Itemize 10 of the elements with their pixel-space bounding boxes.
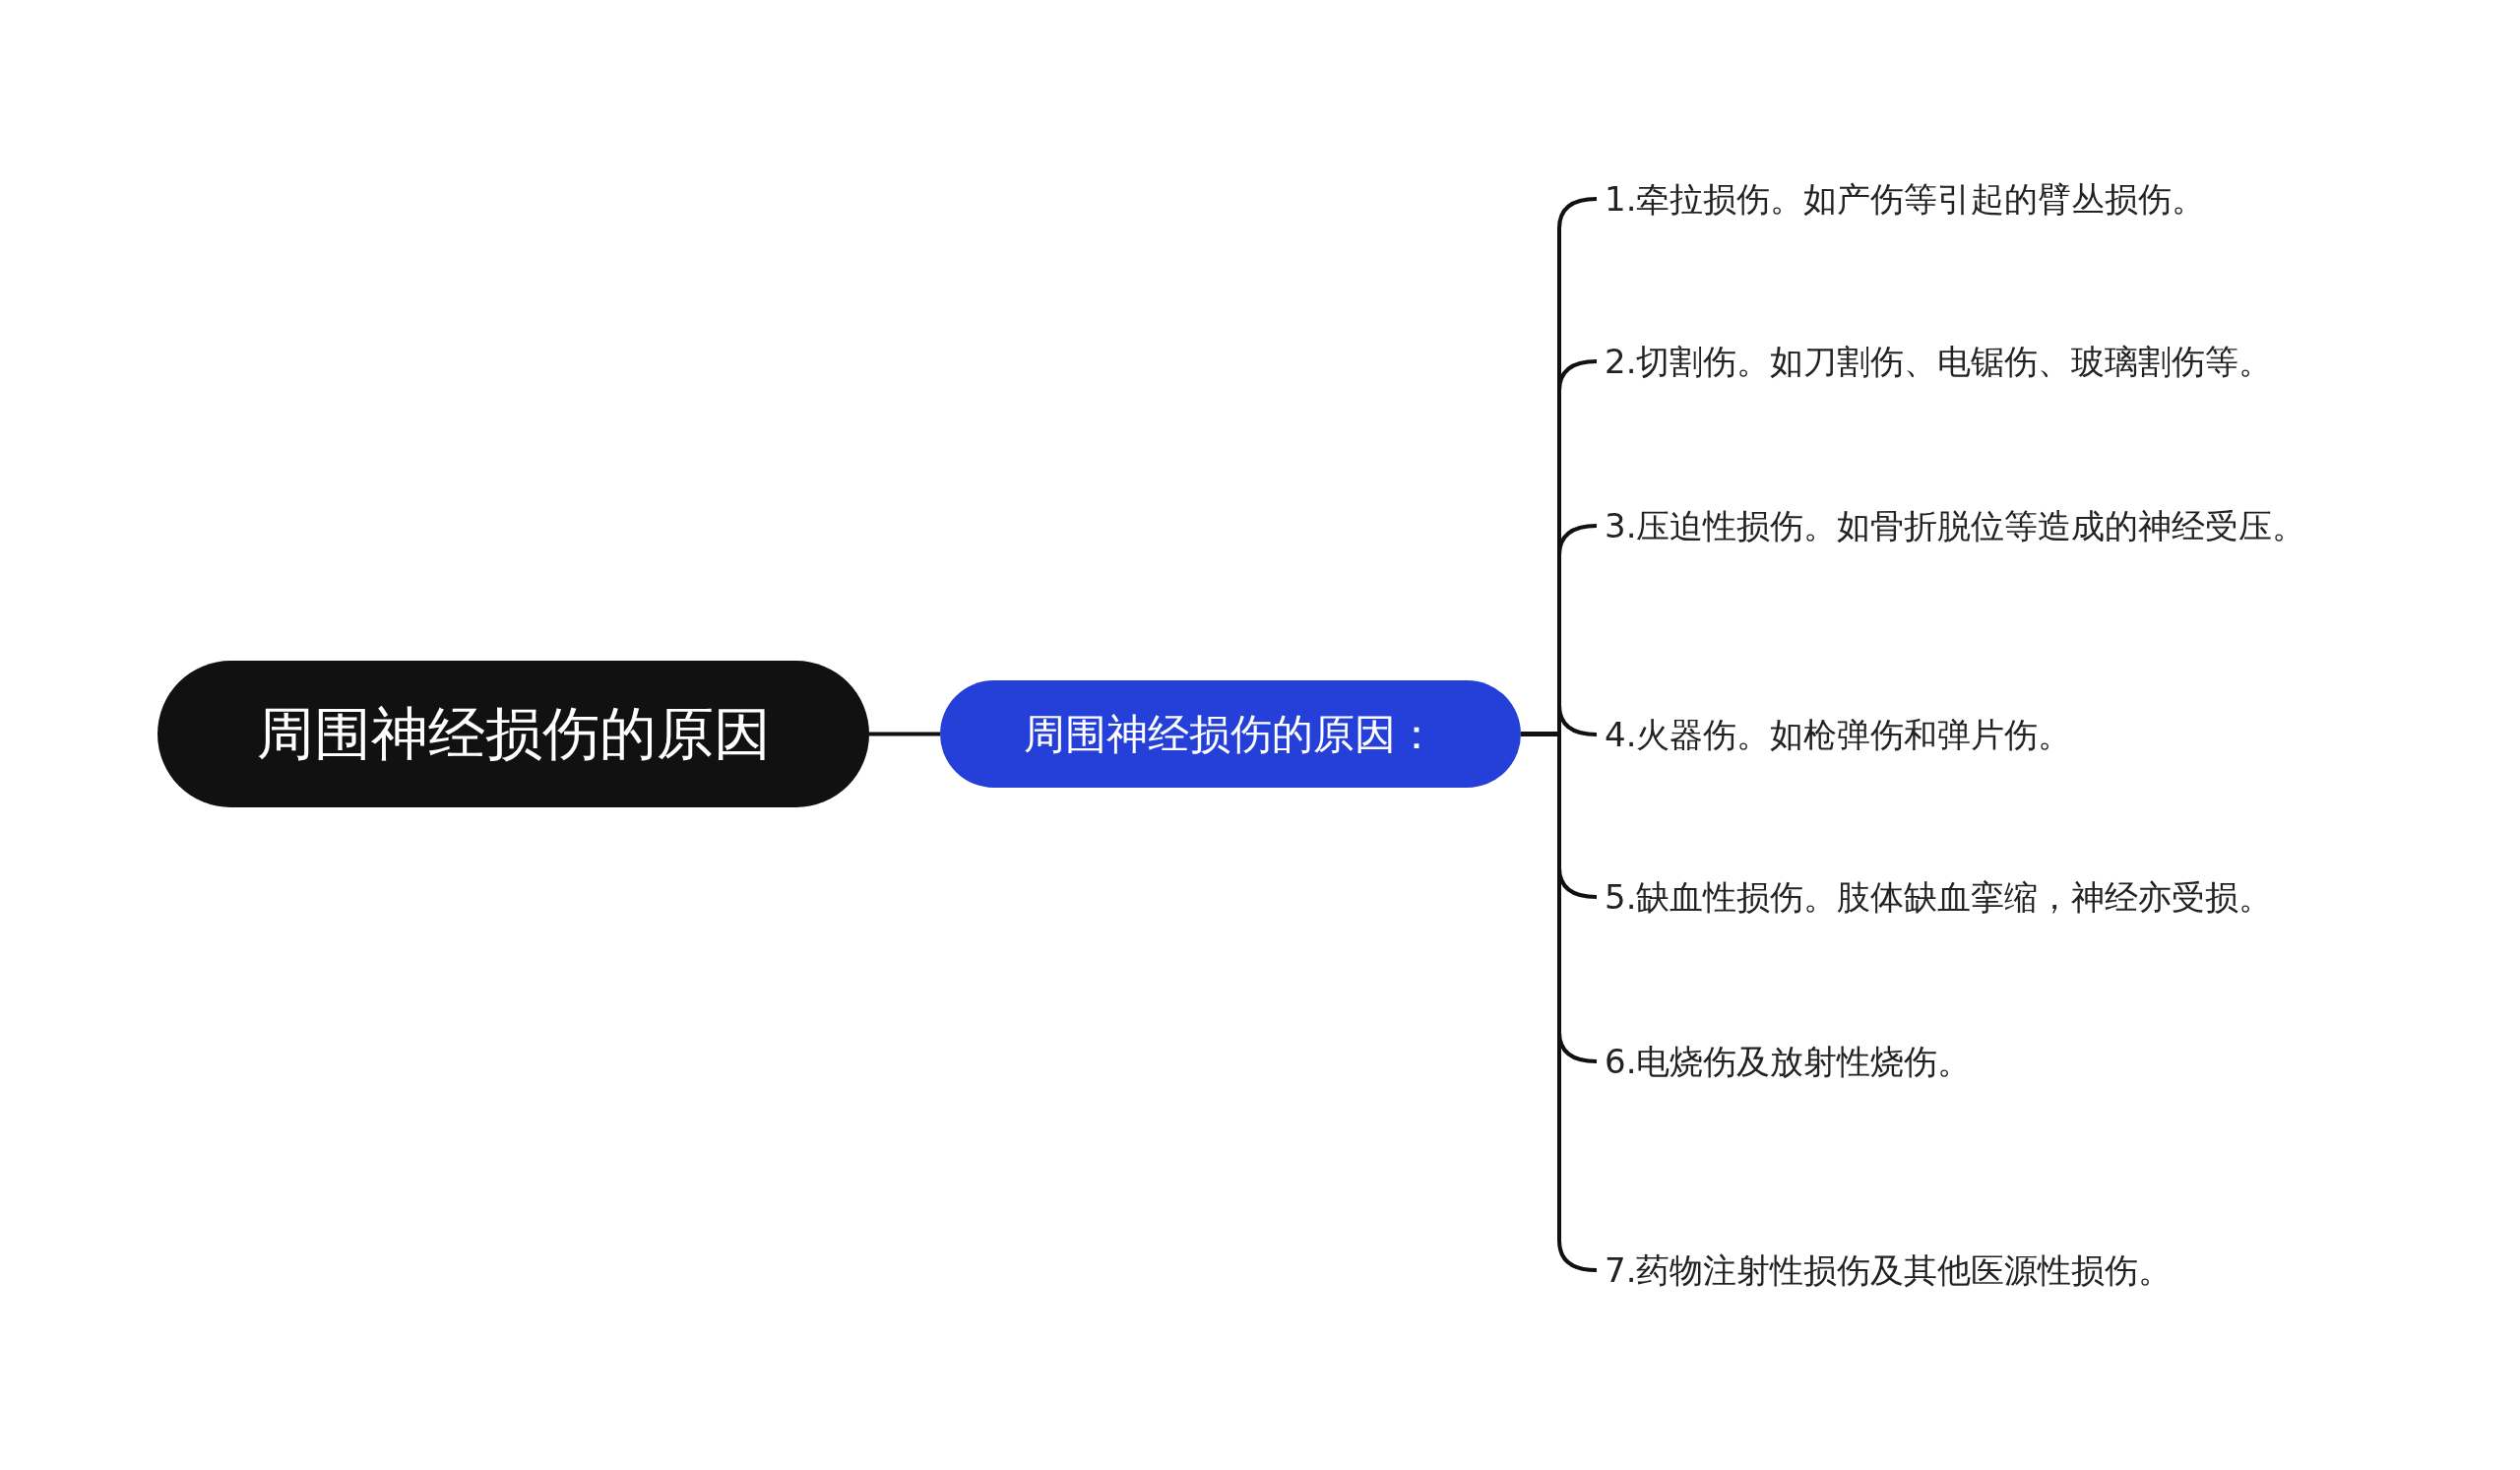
connector-line [869,732,940,736]
cause-text: 5.缺血性损伤。肢体缺血挛缩，神经亦受损。 [1605,876,2273,919]
cause-text: 3.压迫性损伤。如骨折脱位等造成的神经受压。 [1605,505,2306,547]
cause-text: 7.药物注射性损伤及其他医源性损伤。 [1605,1249,2173,1292]
cause-text: 1.牵拉损伤。如产伤等引起的臂丛损伤。 [1605,178,2206,221]
cause-text: 2.切割伤。如刀割伤、电锯伤、玻璃割伤等。 [1605,341,2273,383]
cause-text: 4.火器伤。如枪弹伤和弹片伤。 [1605,714,2072,756]
cause-text: 6.电烧伤及放射性烧伤。 [1605,1041,1972,1083]
branch-topic: 周围神经损伤的原因： [940,680,1521,788]
root-topic: 周围神经损伤的原因 [158,661,869,807]
